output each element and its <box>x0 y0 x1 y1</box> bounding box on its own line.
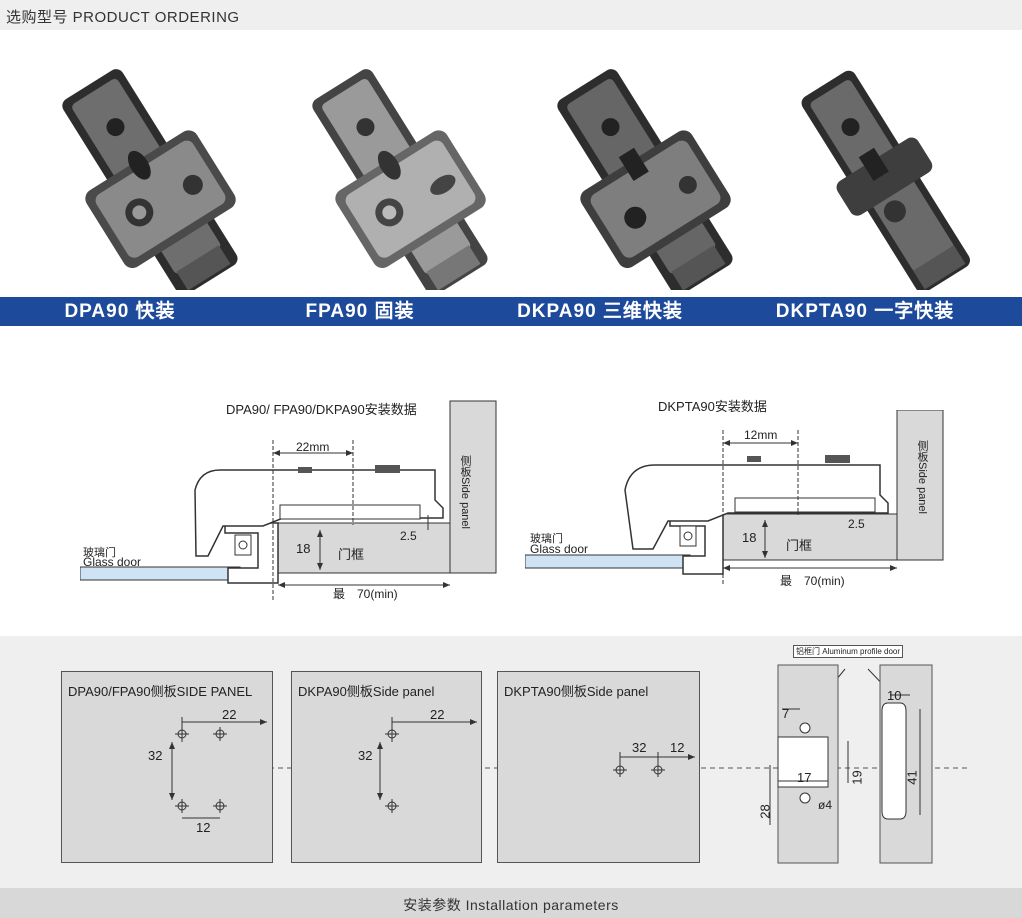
model-band: DPA90 快装 FPA90 固装 DKPA90 三维快装 DKPTA90 一字… <box>0 297 1022 326</box>
panel-title-3: DKPTA90侧板Side panel <box>504 684 649 699</box>
aluminum-profile-drawing <box>769 664 933 864</box>
panel-2-drawing <box>377 717 477 813</box>
glass-door-en-right: Glass door <box>530 542 589 556</box>
footer-bar: 安装参数 Installation parameters <box>0 888 1022 918</box>
side-panel-label-right: 侧板Side panel <box>916 440 928 514</box>
install-right-title: DKPTA90安装数据 <box>658 399 767 414</box>
header-bar: 选购型号 PRODUCT ORDERING <box>0 0 1022 30</box>
hinge-image-dkpa90 <box>557 69 733 290</box>
page-title: 选购型号 PRODUCT ORDERING <box>6 9 240 26</box>
panel-1-drawing <box>169 717 267 819</box>
hinge-image-dpa90 <box>62 69 238 290</box>
dim-18-left: 18 <box>296 541 311 556</box>
model-label-dkpta90: DKPTA90 一字快装 <box>775 301 955 322</box>
panel-title-1: DPA90/FPA90侧板SIDE PANEL <box>68 684 253 699</box>
glass-door-cn-left: 玻璃门 <box>83 547 116 559</box>
profile-dim-19: 19 <box>849 770 865 785</box>
profile-dim-10: 10 <box>887 688 902 703</box>
hinge-image-dkpta90 <box>801 70 970 290</box>
install-diagram-left <box>80 400 497 600</box>
profile-dim-41: 41 <box>904 770 920 785</box>
model-label-dpa90: DPA90 快装 <box>64 301 176 322</box>
panel-2-dim-side: 32 <box>358 748 373 763</box>
dim-2-5-left: 2.5 <box>400 529 417 543</box>
door-frame-right: 门框 <box>786 538 813 553</box>
install-left-title: DPA90/ FPA90/DKPA90安装数据 <box>226 402 417 417</box>
glass-door-cn-right: 玻璃门 <box>530 533 563 545</box>
dim-2-5-right: 2.5 <box>848 517 865 531</box>
model-label-fpa90: FPA90 固装 <box>305 301 415 322</box>
door-frame-left: 门框 <box>338 547 365 562</box>
footer-title: 安装参数 Installation parameters <box>403 897 619 913</box>
side-panel-dkpta90: DKPTA90侧板Side panel 32 12 <box>497 671 700 863</box>
side-panel-dpa90-fpa90: DPA90/FPA90侧板SIDE PANEL 22 32 12 <box>61 671 273 863</box>
profile-dim-28: 28 <box>757 804 773 819</box>
profile-dim-4: ø4 <box>818 798 833 812</box>
model-label-dkpa90: DKPA90 三维快装 <box>517 301 683 322</box>
panel-1-dim-side: 32 <box>148 748 163 763</box>
panel-title-2: DKPA90侧板Side panel <box>298 684 435 699</box>
panel-2-dim-top: 22 <box>430 707 445 722</box>
dim-22mm: 22mm <box>296 440 330 454</box>
side-panel-dkpa90: DKPA90侧板Side panel 22 32 <box>291 671 482 863</box>
profile-dim-7: 7 <box>782 706 790 721</box>
hinge-image-fpa90 <box>312 69 488 290</box>
panel-3-dim-a: 32 <box>632 740 647 755</box>
dim-18-right: 18 <box>742 530 757 545</box>
panel-1-dim-bottom: 12 <box>196 820 211 835</box>
side-panel-label-left: 侧板Side panel <box>459 455 471 529</box>
profile-dim-17: 17 <box>797 770 812 785</box>
aluminum-profile-label: 铝框门 Aluminum profile door <box>793 645 904 658</box>
install-diagram-right <box>525 410 944 585</box>
panel-3-drawing <box>613 752 695 777</box>
panel-1-dim-top: 22 <box>222 707 237 722</box>
min-distance-right: 最 70(min) <box>780 574 845 588</box>
glass-door-en-left: Glass door <box>83 555 142 569</box>
min-distance-left: 最 70(min) <box>333 587 398 601</box>
dim-12mm: 12mm <box>744 428 778 442</box>
panel-3-dim-b: 12 <box>670 740 685 755</box>
